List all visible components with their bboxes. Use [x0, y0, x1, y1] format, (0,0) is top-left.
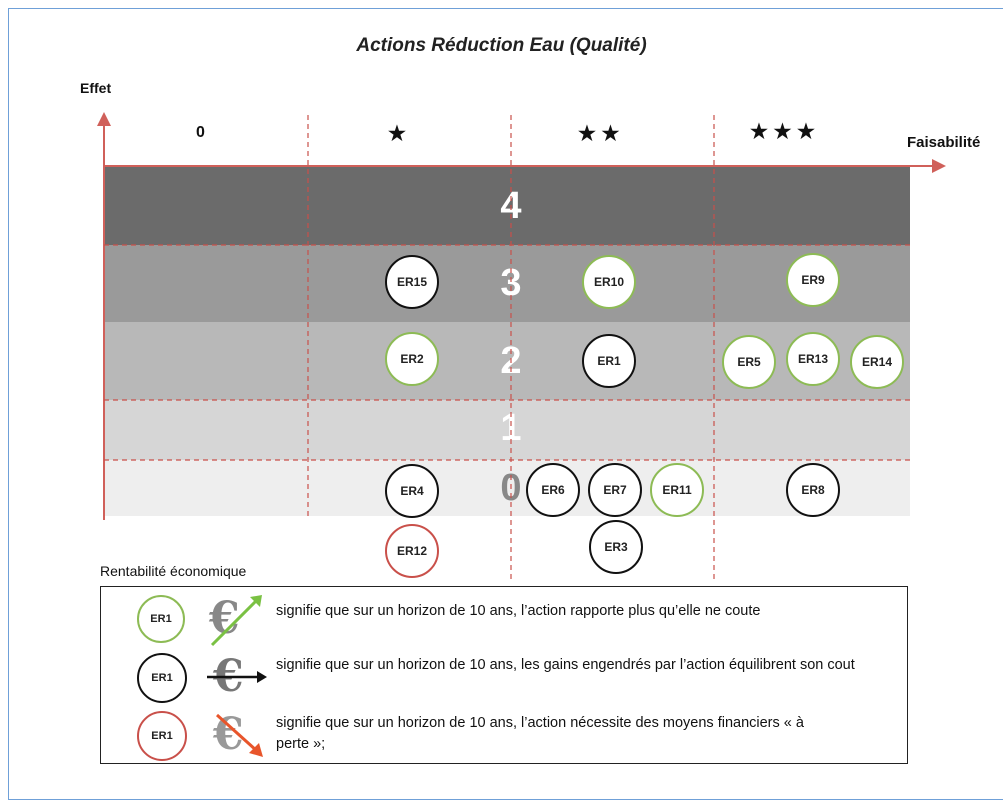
- action-node-er11: ER11: [650, 463, 704, 517]
- legend-node-negative: ER1: [137, 711, 187, 761]
- band-label-2: 2: [500, 340, 522, 382]
- band-label-4: 4: [500, 185, 522, 227]
- legend-box: ER1 € signifie que sur un horizon de 10 …: [100, 586, 908, 764]
- action-node-er4: ER4: [385, 464, 439, 518]
- legend-node-positive: ER1: [137, 595, 185, 643]
- x-axis-label: Faisabilité: [907, 134, 981, 151]
- arrow-up-right-icon: [210, 595, 262, 647]
- action-node-er7: ER7: [588, 463, 642, 517]
- action-node-er12: ER12: [385, 524, 439, 578]
- column-label-3: ★ ★ ★: [750, 121, 815, 143]
- euro-icon: €: [209, 593, 240, 644]
- action-node-er13: ER13: [786, 332, 840, 386]
- action-node-er1: ER1: [582, 334, 636, 388]
- legend-text-negative: signifie que sur un horizon de 10 ans, l…: [276, 715, 804, 752]
- action-node-er3: ER3: [589, 520, 643, 574]
- action-node-er6: ER6: [526, 463, 580, 517]
- effect-band-1: [104, 400, 910, 460]
- arrow-down-right-icon: [215, 713, 263, 757]
- action-node-er8: ER8: [786, 463, 840, 517]
- action-node-er9: ER9: [786, 253, 840, 307]
- band-label-3: 3: [500, 262, 522, 304]
- legend-text-equilibrium: signifie que sur un horizon de 10 ans, l…: [276, 657, 855, 673]
- effect-band-3: [104, 245, 910, 322]
- band-label-1: 1: [500, 407, 522, 449]
- legend-text-positive: signifie que sur un horizon de 10 ans, l…: [276, 603, 761, 619]
- legend-node-equilibrium: ER1: [137, 653, 187, 703]
- band-label-0: 0: [500, 467, 522, 509]
- legend-title: Rentabilité économique: [100, 563, 247, 579]
- effect-band-4: [104, 167, 910, 245]
- column-label-2: ★ ★: [578, 123, 620, 145]
- effect-band-0: [104, 460, 910, 516]
- diagram-title: Actions Réduction Eau (Qualité): [356, 35, 647, 56]
- action-node-er2: ER2: [385, 332, 439, 386]
- column-label-1: ★: [388, 123, 406, 145]
- action-node-er15: ER15: [385, 255, 439, 309]
- column-label-0: 0: [196, 124, 205, 141]
- y-axis-label: Effet: [80, 80, 112, 96]
- action-node-er5: ER5: [722, 335, 776, 389]
- action-node-er14: ER14: [850, 335, 904, 389]
- arrow-right-icon: [207, 671, 267, 683]
- action-node-er10: ER10: [582, 255, 636, 309]
